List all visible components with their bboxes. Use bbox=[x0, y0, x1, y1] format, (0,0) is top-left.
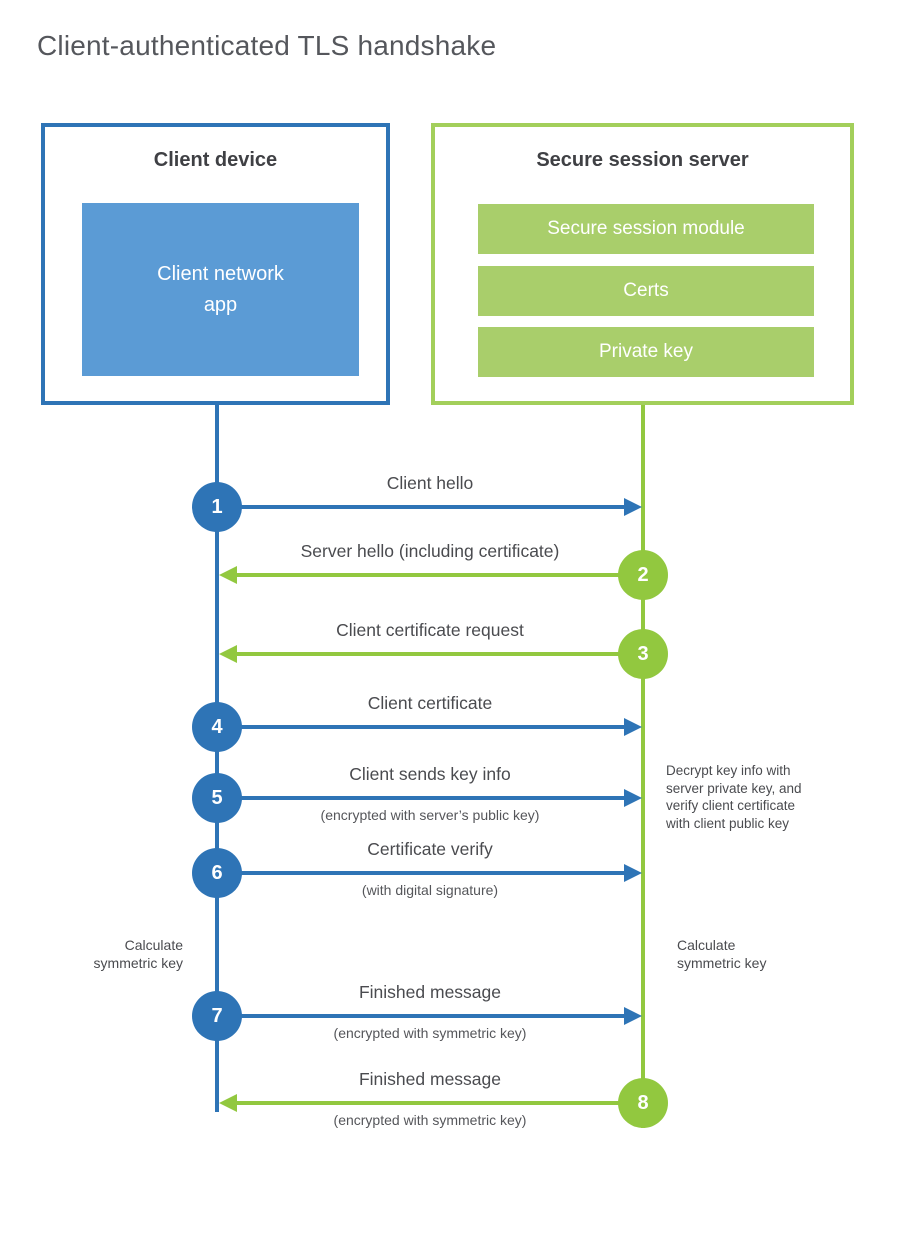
message-sublabel: (encrypted with symmetric key) bbox=[333, 1112, 527, 1128]
arrowhead-right-icon bbox=[624, 718, 642, 736]
message-label: Client sends key info bbox=[349, 764, 511, 784]
step-number-badge: 8 bbox=[618, 1078, 668, 1128]
step-number-badge: 2 bbox=[618, 550, 668, 600]
arrowhead-right-icon bbox=[624, 864, 642, 882]
message-arrow-line bbox=[219, 871, 624, 875]
client-device-title: Client device bbox=[153, 149, 278, 171]
message-label: Client certificate bbox=[367, 693, 493, 713]
private-key-bar: Private key bbox=[478, 327, 814, 377]
secure-session-module-bar: Secure session module bbox=[478, 204, 814, 254]
message-label: Server hello (including certificate) bbox=[300, 541, 560, 561]
arrowhead-right-icon bbox=[624, 1007, 642, 1025]
message-arrow-line bbox=[219, 505, 624, 509]
message-label: Certificate verify bbox=[367, 839, 493, 859]
message-arrow-line bbox=[219, 1014, 624, 1018]
client-device-box: Client device Client network app bbox=[41, 123, 390, 405]
arrowhead-left-icon bbox=[219, 1094, 237, 1112]
step-number-badge: 5 bbox=[192, 773, 242, 823]
message-arrow-line bbox=[219, 796, 624, 800]
message-sublabel: (with digital signature) bbox=[361, 882, 499, 898]
secure-session-server-box: Secure session server Secure session mod… bbox=[431, 123, 854, 405]
message-arrow-line bbox=[237, 652, 643, 656]
step-number-badge: 3 bbox=[618, 629, 668, 679]
message-arrow-line bbox=[237, 573, 643, 577]
arrowhead-left-icon bbox=[219, 645, 237, 663]
step-number-badge: 1 bbox=[192, 482, 242, 532]
note-calculate-symmetric-key-client: Calculate symmetric key bbox=[93, 937, 183, 972]
message-sublabel: (encrypted with symmetric key) bbox=[333, 1025, 527, 1041]
certs-bar: Certs bbox=[478, 266, 814, 316]
message-arrow-line bbox=[237, 1101, 643, 1105]
step-number-badge: 4 bbox=[192, 702, 242, 752]
secure-session-server-title: Secure session server bbox=[536, 149, 749, 171]
note-calculate-symmetric-key-server: Calculate symmetric key bbox=[677, 937, 767, 972]
message-arrow-line bbox=[219, 725, 624, 729]
step-number-badge: 7 bbox=[192, 991, 242, 1041]
lifeline-client bbox=[215, 405, 219, 1112]
arrowhead-right-icon bbox=[624, 789, 642, 807]
message-sublabel: (encrypted with server’s public key) bbox=[320, 807, 540, 823]
message-label: Client certificate request bbox=[336, 620, 524, 640]
message-label: Client hello bbox=[386, 473, 474, 493]
arrowhead-left-icon bbox=[219, 566, 237, 584]
message-label: Finished message bbox=[358, 1069, 502, 1089]
step-number-badge: 6 bbox=[192, 848, 242, 898]
arrowhead-right-icon bbox=[624, 498, 642, 516]
lifeline-server bbox=[641, 405, 645, 1128]
note-decrypt-key-info: Decrypt key info with server private key… bbox=[666, 763, 802, 831]
page-title: Client-authenticated TLS handshake bbox=[37, 30, 497, 61]
client-network-app-module: Client network app bbox=[82, 203, 359, 376]
message-label: Finished message bbox=[358, 982, 502, 1002]
